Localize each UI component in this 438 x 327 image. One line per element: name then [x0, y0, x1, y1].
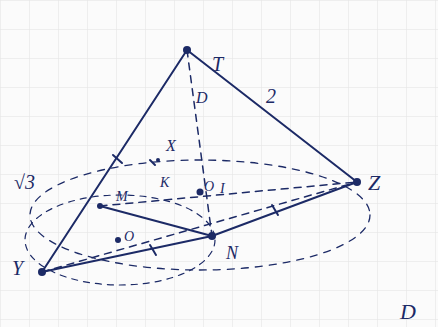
point-label: D: [400, 301, 416, 323]
point-label: O: [204, 180, 214, 194]
point-label: Y: [12, 258, 23, 278]
point-label: 2: [266, 86, 276, 106]
point-label: D: [196, 90, 208, 106]
point-label: √3: [14, 172, 35, 192]
point-label: K: [160, 176, 169, 190]
point-label: N: [226, 244, 238, 262]
point-label: T: [212, 54, 223, 74]
point-label: X: [166, 138, 176, 154]
point-label: Z: [368, 172, 380, 194]
point-label: M: [116, 190, 128, 204]
point-label: O: [124, 230, 134, 244]
point-label: I: [220, 182, 225, 196]
